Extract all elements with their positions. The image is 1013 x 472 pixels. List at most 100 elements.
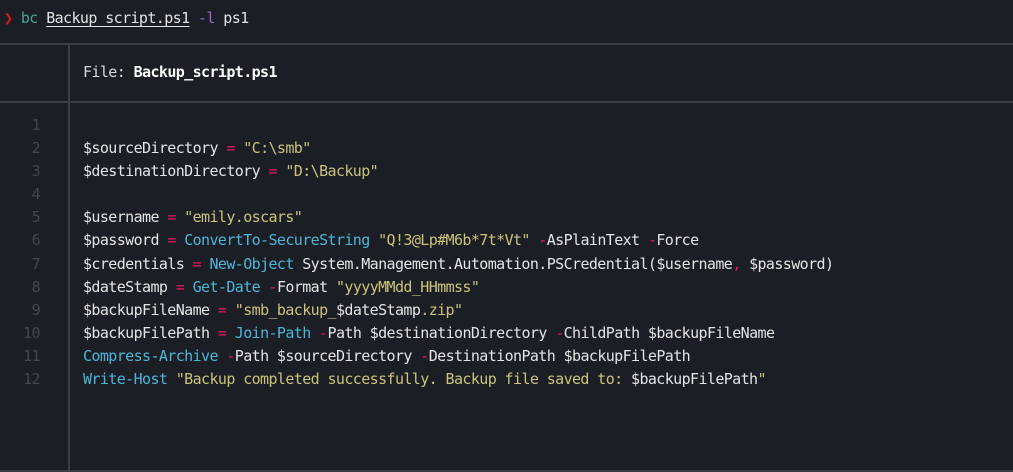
- code-token: =: [217, 300, 227, 319]
- code-token: $dateStamp: [83, 277, 176, 296]
- code-token: =: [217, 323, 227, 342]
- code-token: $credentials: [83, 254, 193, 273]
- code-token: -: [319, 323, 328, 342]
- code-token: "smb_backup_: [234, 300, 337, 319]
- code-token: ChildPath $backupFileName: [563, 323, 775, 342]
- shell-prompt-line: ❯ bc Backup_script.ps1 -l ps1: [0, 0, 249, 43]
- code-token: [235, 139, 243, 157]
- code-line: 2 $sourceDirectory = "C:\smb": [0, 137, 1013, 160]
- file-header-label: File:: [83, 63, 134, 81]
- line-number: 7: [31, 254, 41, 273]
- code-token: =: [226, 139, 235, 158]
- line-source: $backupFileName = "smb_backup_$dateStamp…: [83, 299, 463, 322]
- code-token: $destinationDirectory: [83, 162, 269, 181]
- line-source: $destinationDirectory = "D:\Backup": [83, 160, 379, 183]
- line-number: 2: [31, 139, 41, 158]
- line-number: 1: [31, 116, 41, 134]
- line-source: Write-Host "Backup completed successfull…: [83, 368, 767, 391]
- code-token: [370, 231, 378, 249]
- code-token: .zip": [420, 300, 463, 319]
- code-token: -: [555, 323, 564, 342]
- code-line: 7 $credentials = New-Object System.Manage…: [0, 253, 1013, 276]
- line-number: 9: [31, 300, 41, 319]
- code-token: $password): [740, 254, 834, 273]
- code-token: =: [167, 231, 176, 250]
- prompt-command: bc: [20, 9, 38, 27]
- code-line: 4: [0, 183, 1013, 206]
- code-token: $dateStamp: [335, 300, 421, 319]
- file-header-filename: Backup_script.ps1: [133, 63, 278, 81]
- line-source: $dateStamp = Get-Date -Format "yyyyMMdd_…: [83, 276, 480, 299]
- code-line: 6 $password = ConvertTo-SecureString "Q!3…: [0, 229, 1013, 252]
- code-token: =: [175, 277, 185, 296]
- code-line: 10 $backupFilePath = Join-Path -Path $des…: [0, 322, 1013, 345]
- code-token: Path $sourceDirectory: [234, 346, 421, 365]
- code-token: Get-Date: [192, 277, 261, 296]
- code-token: "C:\smb": [243, 139, 311, 158]
- code-token: $backupFilePath: [83, 323, 218, 342]
- code-token: [184, 278, 192, 296]
- code-token: New-Object: [209, 254, 294, 273]
- code-token: -: [268, 277, 278, 296]
- code-token: System.Management.Automation.PSCredentia…: [293, 254, 733, 273]
- line-source: $sourceDirectory = "C:\smb": [83, 137, 311, 160]
- line-source: $password = ConvertTo-SecureString "Q!3@…: [83, 229, 699, 252]
- code-token: [226, 301, 234, 319]
- code-token: $username: [83, 208, 168, 227]
- code-token: [260, 278, 268, 296]
- header-bottom-divider: [0, 101, 1013, 103]
- header-top-divider: [0, 43, 1013, 45]
- code-token: Path $destinationDirectory: [327, 323, 556, 342]
- code-token: AsPlainText: [546, 231, 648, 250]
- code-token: $password: [83, 231, 168, 250]
- code-token: =: [192, 254, 202, 273]
- code-token: "emily.oscars": [184, 208, 303, 227]
- line-source: $backupFilePath = Join-Path -Path $desti…: [83, 322, 775, 345]
- code-token: =: [268, 162, 277, 181]
- code-token: "yyyyMMdd_HHmmss": [335, 277, 480, 296]
- code-token: ,: [732, 254, 741, 273]
- line-number: 4: [31, 185, 41, 204]
- code-token: Compress-Archive: [83, 346, 219, 365]
- code-token: [167, 370, 175, 388]
- code-token: Format: [276, 277, 336, 296]
- code-token: [311, 324, 319, 342]
- code-line: 11 Compress-Archive -Path $sourceDirector…: [0, 345, 1013, 368]
- footer-divider: [0, 470, 1013, 472]
- line-source: $credentials = New-Object System.Managem…: [83, 253, 834, 276]
- line-number: 6: [31, 231, 41, 250]
- code-token: Write-Host: [83, 370, 168, 389]
- line-number: 8: [31, 277, 41, 296]
- prompt-file-argument[interactable]: Backup_script.ps1: [46, 9, 190, 27]
- line-number: 11: [23, 346, 40, 365]
- code-line: 3 $destinationDirectory = "D:\Backup": [0, 160, 1013, 183]
- code-token: "Backup completed successfully. Backup f…: [175, 370, 632, 389]
- code-token: -: [538, 231, 547, 250]
- line-source: $username = "emily.oscars": [83, 206, 303, 229]
- code-token: ConvertTo-SecureString: [184, 231, 370, 250]
- code-token: $backupFileName: [83, 300, 218, 319]
- code-line: 1: [0, 114, 1013, 137]
- line-number: 3: [31, 162, 41, 181]
- line-number: 10: [23, 323, 40, 342]
- code-token: Force: [656, 231, 699, 250]
- code-token: DestinationPath $backupFilePath: [428, 346, 691, 365]
- code-token: [176, 208, 184, 226]
- code-token: =: [167, 208, 176, 227]
- code-gutter-divider: [68, 103, 70, 470]
- code-token: [176, 231, 184, 249]
- code-token: ": [757, 370, 766, 389]
- prompt-chevron-icon: ❯: [4, 9, 13, 27]
- prompt-flag-value: ps1: [223, 9, 249, 27]
- code-viewer: 1 2 $sourceDirectory = "C:\smb" 3 $destinati…: [0, 114, 1013, 391]
- code-token: "D:\Backup": [285, 162, 379, 181]
- line-number: 5: [31, 208, 41, 227]
- code-token: -: [420, 346, 429, 365]
- code-token: Join-Path: [234, 323, 311, 342]
- header-gutter-divider: [68, 45, 70, 101]
- code-token: $backupFilePath: [631, 370, 758, 389]
- code-token: -: [226, 346, 235, 365]
- code-token: -: [647, 231, 657, 250]
- line-source: Compress-Archive -Path $sourceDirectory …: [83, 345, 691, 368]
